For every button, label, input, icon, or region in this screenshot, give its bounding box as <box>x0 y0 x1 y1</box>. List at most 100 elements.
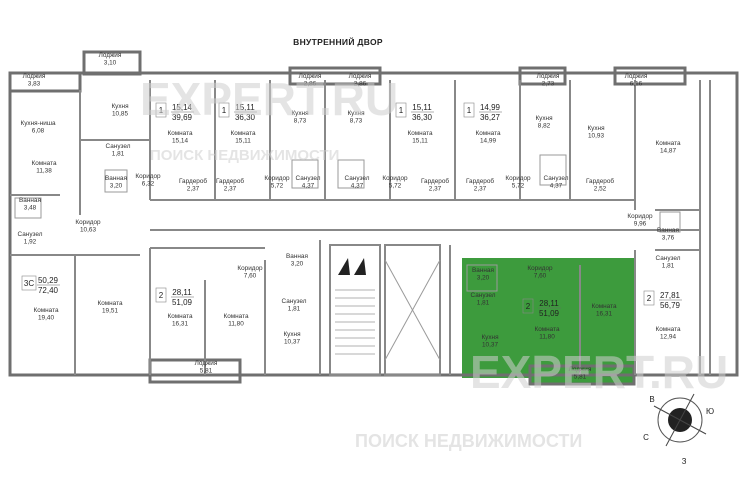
room-name: Кухня <box>291 110 309 117</box>
apartment-rooms: 1 <box>399 106 404 115</box>
room-name: Коридор <box>527 265 553 272</box>
room-area: 2,37 <box>187 186 200 193</box>
room-area: 10,93 <box>588 133 604 140</box>
room-name: Коридор <box>75 219 101 226</box>
room-area: 5,81 <box>200 368 213 375</box>
room-area: 2,37 <box>224 186 237 193</box>
room-area: 2,52 <box>594 186 607 193</box>
room-name: Санузел <box>282 298 307 305</box>
room-area: 6,08 <box>32 128 45 135</box>
room-name: Кухня <box>283 331 301 338</box>
plan-title: ВНУТРЕННИЙ ДВОР <box>293 36 383 47</box>
room-area: 7,60 <box>244 273 257 280</box>
room-area: 19,51 <box>102 308 118 315</box>
apartment-living-area: 28,11 <box>172 288 192 297</box>
room-area: 12,94 <box>660 334 676 341</box>
room-name: Комната <box>407 130 432 137</box>
room-name: Коридор <box>505 175 531 182</box>
room-name: Комната <box>230 130 255 137</box>
room-area: 2,37 <box>474 186 487 193</box>
room-name: Комната <box>655 326 680 333</box>
room-area: 2,37 <box>429 186 442 193</box>
room-name: Коридор <box>382 175 408 182</box>
apartment-total-area: 51,09 <box>172 298 193 307</box>
room-name: Гардероб <box>586 177 614 185</box>
apartment-box <box>643 290 655 306</box>
room-area: 1,81 <box>477 300 490 307</box>
room-area: 3,20 <box>110 183 123 190</box>
room-area: 16,31 <box>172 321 188 328</box>
apartment-living-area: 15,11 <box>235 103 255 112</box>
compass-label-e: Ю <box>706 407 714 416</box>
room-area: 6,16 <box>630 81 643 88</box>
room-area: 4,37 <box>302 183 315 190</box>
room-name: Комната <box>223 313 248 320</box>
stair-steps <box>335 289 375 355</box>
room-name: Комната <box>591 303 616 310</box>
room-area: 3,76 <box>662 235 675 242</box>
room-name: Гардероб <box>216 177 244 185</box>
stairwell <box>329 244 441 376</box>
room-area: 14,99 <box>480 138 496 145</box>
room-area: 7,60 <box>534 273 547 280</box>
room-area: 3,48 <box>24 205 37 212</box>
room-name: Гардероб <box>179 177 207 185</box>
room-name: Гардероб <box>421 177 449 185</box>
room-area: 5,81 <box>574 374 587 381</box>
room-name: Комната <box>475 130 500 137</box>
room-area: 8,73 <box>294 118 307 125</box>
room-name: Санузел <box>471 292 496 299</box>
room-area: 8,82 <box>538 123 551 130</box>
room-name: Комната <box>167 130 192 137</box>
room-area: 4,37 <box>351 183 364 190</box>
room-area: 1,81 <box>662 263 675 270</box>
room-name: Комната <box>655 140 680 147</box>
apartment-living-area: 15,11 <box>412 103 432 112</box>
apartment-box <box>21 275 37 291</box>
watermark: EXPERT.RU ПОИСК НЕДВИЖИМОСТИ EXPERT.RU П… <box>140 73 728 451</box>
compass: В Ю С З <box>643 393 714 466</box>
room-name: Лоджия <box>195 360 218 367</box>
compass-label-w: В <box>649 395 654 404</box>
room-name: Коридор <box>627 213 653 220</box>
room-name: Санузел <box>18 231 43 238</box>
apartment-total-area: 36,30 <box>235 113 256 122</box>
room-name: Ванная <box>472 267 494 274</box>
apartment-rooms: 1 <box>222 106 227 115</box>
watermark-brand-bottom: EXPERT.RU <box>470 346 728 398</box>
apartment-rooms: 2 <box>526 302 531 311</box>
room-area: 1,81 <box>288 306 301 313</box>
room-area: 16,31 <box>596 311 612 318</box>
room-area: 11,38 <box>36 168 52 175</box>
interior-walls <box>10 80 711 375</box>
room-name: Лоджия <box>299 73 322 80</box>
room-name: Кухня <box>347 110 365 117</box>
room-area: 5,72 <box>512 183 525 190</box>
room-name: Кухня <box>111 103 129 110</box>
room-area: 11,80 <box>228 321 244 328</box>
room-name: Санузел <box>106 143 131 150</box>
room-area: 3,83 <box>28 81 41 88</box>
room-name: Лоджия <box>569 366 592 373</box>
room-area: 15,11 <box>235 138 251 145</box>
room-area: 3,20 <box>477 275 490 282</box>
room-name: Санузел <box>296 175 321 182</box>
room-name: Санузел <box>656 255 681 262</box>
room-name: Кухня-ниша <box>20 120 55 127</box>
apartment-total-area: 72,40 <box>38 286 59 295</box>
room-area: 2,73 <box>542 81 555 88</box>
room-name: Санузел <box>345 175 370 182</box>
room-area: 10,85 <box>112 111 128 118</box>
apartment-rooms: 1 <box>159 106 164 115</box>
apartment-box <box>395 102 407 118</box>
room-name: Ванная <box>19 197 41 204</box>
room-name: Лоджия <box>23 73 46 80</box>
room-area: 10,37 <box>284 339 300 346</box>
apartment-box <box>218 102 230 118</box>
room-name: Кухня <box>587 125 605 132</box>
room-area: 10,63 <box>80 227 96 234</box>
apartment-total-area: 51,09 <box>539 309 560 318</box>
room-name: Лоджия <box>537 73 560 80</box>
apartment-total-area: 56,79 <box>660 301 681 310</box>
